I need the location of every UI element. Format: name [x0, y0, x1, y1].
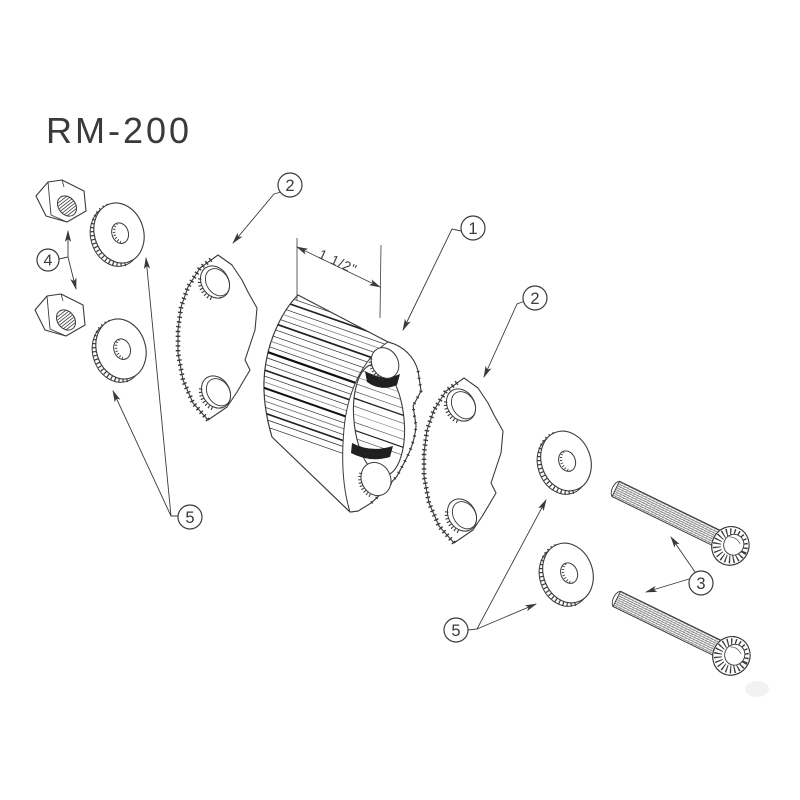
part-ribbed-body — [263, 294, 423, 513]
leader-balloon-3-top — [670, 536, 696, 573]
body-cutout-top — [368, 347, 400, 381]
balloon-4: 4 — [36, 248, 60, 272]
balloon-2-right: 2 — [522, 285, 548, 311]
balloon-2-left: 2 — [277, 172, 303, 198]
balloon-3-number: 3 — [696, 575, 705, 593]
leader-balloon-5-left-bottom — [112, 390, 172, 517]
balloon-5-left-number: 5 — [185, 509, 194, 527]
body-cutout-bottom — [358, 461, 392, 498]
leader-balloon-5-right-bottom — [476, 603, 538, 630]
balloon-2-right-number: 2 — [530, 290, 539, 308]
balloon-1: 1 — [460, 215, 486, 241]
watermark-smudge — [745, 681, 769, 697]
balloon-3: 3 — [688, 570, 714, 596]
body-shadow-band-bottom — [351, 443, 393, 460]
leader-balloon-2-right — [483, 300, 526, 378]
leader-balloon-1 — [402, 228, 462, 331]
balloon-5-right-number: 5 — [451, 622, 460, 640]
leader-balloon-2-left — [232, 191, 282, 244]
leader-lines — [58, 191, 696, 631]
drawing-title: RM-200 — [46, 110, 192, 151]
balloon-1-number: 1 — [468, 220, 477, 238]
balloon-2-left-number: 2 — [285, 177, 294, 195]
balloon-5-left: 5 — [177, 504, 203, 530]
balloon-4-number: 4 — [44, 253, 53, 270]
leader-balloon-4-bottom — [67, 256, 77, 291]
balloon-5-right: 5 — [443, 617, 469, 643]
leader-balloon-3-bottom — [644, 578, 690, 593]
